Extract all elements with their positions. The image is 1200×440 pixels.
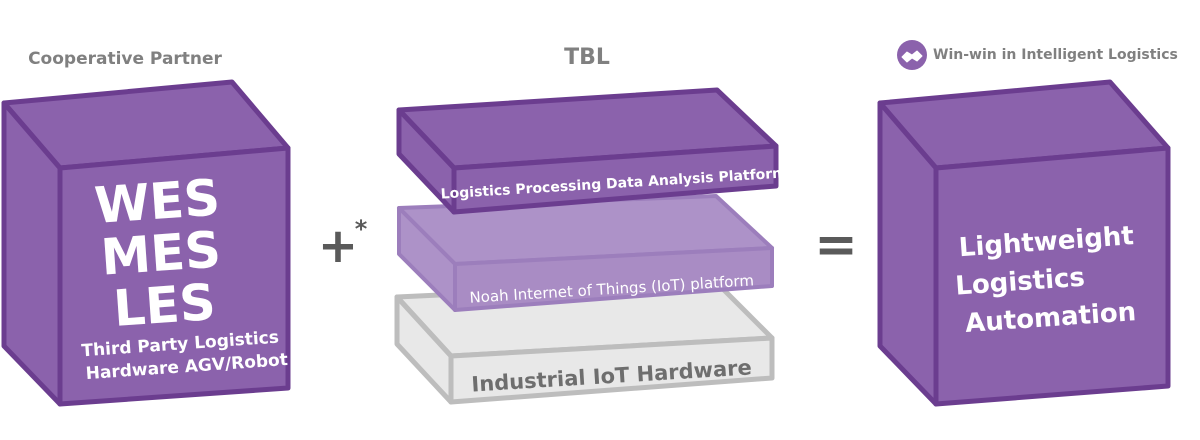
layer-data-front [451, 143, 779, 215]
partner-line-mes: MES [99, 220, 223, 286]
partner-header: Cooperative Partner [28, 49, 222, 69]
equals-operator: = [814, 215, 858, 275]
tbl-header: TBL [564, 45, 610, 70]
handshake-icon [897, 40, 927, 70]
partner-cube [1, 79, 291, 407]
plus-operator: + [318, 218, 358, 274]
partner-line-les: LES [112, 273, 218, 338]
result-cube [877, 79, 1171, 407]
layer-iot-front [453, 246, 774, 312]
result-header: Win-win in Intelligent Logistics [933, 47, 1178, 63]
layer-hardware-front [448, 335, 775, 405]
partner-cube-front [57, 145, 291, 407]
asterisk-mark: * [355, 215, 368, 243]
result-header-group: Win-win in Intelligent Logistics [897, 40, 1178, 70]
result-cube-front [933, 145, 1171, 407]
layer-iot-platform: Noah Internet of Things (IoT) platform [397, 194, 774, 312]
partner-line-wes: WES [93, 168, 222, 235]
layer-data-analysis: Logistics Processing Data Analysis Platf… [396, 87, 787, 215]
